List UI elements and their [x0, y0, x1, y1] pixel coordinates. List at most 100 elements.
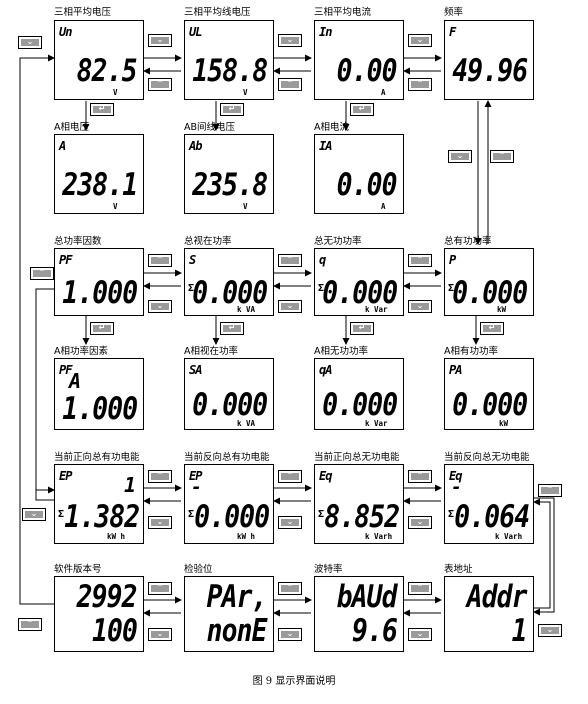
screen-avg-phase-voltage: Un 82.5 V — [54, 20, 144, 100]
title-f: 频率 — [444, 7, 464, 18]
symbol: Un — [59, 25, 72, 39]
down-key: ⌄ — [148, 34, 172, 47]
title-eq-pos: 当前正向总无功电能 — [314, 452, 400, 463]
up-key: ⌃ — [278, 254, 302, 267]
value: 49.96 — [451, 53, 528, 89]
enter-key: ↵ — [90, 103, 114, 116]
symbol: EP — [59, 469, 72, 483]
title-q: 总无功功率 — [314, 236, 362, 247]
title-eq-neg: 当前反向总无功电能 — [444, 452, 530, 463]
screen-meter-address: Addr 1 — [444, 576, 534, 652]
value: 0.000 — [321, 275, 398, 311]
sub-symbol: 1 — [123, 473, 136, 497]
screen-a-phase-voltage: A 238.1 V — [54, 134, 144, 214]
line-2: 9.6 — [351, 613, 398, 649]
down-key: ⌄ — [408, 516, 432, 529]
value: 235.8 — [191, 167, 268, 203]
title-pfa: A相功率因素 — [54, 346, 108, 357]
line-2: nonE — [206, 613, 268, 649]
title-ver: 软件版本号 — [54, 564, 102, 575]
sigma: Σ — [188, 509, 194, 520]
screen-total-active-power: P Σ 0.000 kW — [444, 248, 534, 316]
up-key: ⌃ — [148, 78, 172, 91]
title-ep-pos: 当前正向总有功电能 — [54, 452, 140, 463]
symbol: PA — [449, 363, 462, 377]
enter-key: ↵ — [350, 322, 374, 335]
sigma: Σ — [188, 283, 194, 294]
value: 0.000 — [451, 275, 528, 311]
title-parity: 检验位 — [184, 564, 213, 575]
up-key: ⌃ — [490, 150, 514, 163]
screen-reverse-reactive-energy: Eq - Σ 0.064 k Varh — [444, 464, 534, 544]
unit: A — [381, 88, 386, 97]
unit: kW h — [237, 532, 256, 541]
down-key: ⌄ — [148, 300, 172, 313]
line-1: Addr — [466, 579, 528, 615]
unit: V — [113, 88, 118, 97]
symbol: SA — [189, 363, 202, 377]
down-key: ⌄ — [538, 624, 562, 637]
down-key: ⌄ — [278, 628, 302, 641]
unit: V — [243, 88, 248, 97]
down-key: ⌄ — [22, 508, 46, 521]
title-p: 总有功功率 — [444, 236, 492, 247]
down-key: ⌄ — [408, 628, 432, 641]
up-key: ⌃ — [278, 470, 302, 483]
sigma: Σ — [448, 283, 454, 294]
title-pa: A相有功功率 — [444, 346, 498, 357]
up-key: ⌃ — [148, 582, 172, 595]
sigma: Σ — [318, 509, 324, 520]
symbol: S — [189, 253, 196, 267]
title-ia: A相电流 — [314, 122, 349, 133]
unit: k VA — [237, 305, 256, 314]
title-uab: AB间线电压 — [184, 122, 236, 133]
unit: V — [243, 202, 248, 211]
unit: kW h — [107, 532, 126, 541]
up-key: ⌃ — [538, 484, 562, 497]
down-key: ⌄ — [278, 34, 302, 47]
symbol: F — [449, 25, 456, 39]
screen-avg-line-voltage: UL 158.8 V — [184, 20, 274, 100]
title-ul: 三相平均线电压 — [184, 7, 251, 18]
enter-key: ↵ — [220, 322, 244, 335]
figure-caption: 图 9 显示界面说明 — [252, 676, 336, 687]
title-qa: A相无功功率 — [314, 346, 368, 357]
down-key: ⌄ — [278, 516, 302, 529]
title-s: 总视在功率 — [184, 236, 232, 247]
screen-a-phase-current: IA 0.00 A — [314, 134, 404, 214]
screen-total-reactive-power: q Σ 0.000 k Var — [314, 248, 404, 316]
symbol: PF — [59, 253, 72, 267]
screen-baud-rate: bAUd 9.6 — [314, 576, 404, 652]
screen-avg-current: In 0.00 A — [314, 20, 404, 100]
title-in: 三相平均电流 — [314, 7, 372, 18]
down-key: ⌄ — [148, 628, 172, 641]
value: 238.1 — [61, 167, 138, 203]
symbol: Eq — [319, 469, 332, 483]
up-key: ⌃ — [408, 78, 432, 91]
line-2: 1 — [511, 613, 528, 649]
unit: k Varh — [365, 532, 393, 541]
down-key: ⌄ — [148, 516, 172, 529]
title-ep-neg: 当前反向总有功电能 — [184, 452, 270, 463]
up-key: ⌃ — [30, 267, 54, 280]
title-sa: A相视在功率 — [184, 346, 238, 357]
line-1: PAr, — [206, 579, 268, 615]
unit: A — [381, 202, 386, 211]
screen-software-version: 2992 100 — [54, 576, 144, 652]
screen-ab-line-voltage: Ab 235.8 V — [184, 134, 274, 214]
value: 0.064 — [453, 499, 530, 535]
sigma: Σ — [58, 509, 64, 520]
unit: k Var — [365, 419, 388, 428]
up-key: ⌃ — [408, 470, 432, 483]
up-key: ⌃ — [278, 78, 302, 91]
symbol: UL — [189, 25, 202, 39]
symbol: Ab — [189, 139, 202, 153]
symbol: PF — [59, 363, 72, 377]
value: 0.000 — [451, 387, 528, 423]
screen-frequency: F 49.96 — [444, 20, 534, 100]
screen-total-power-factor: PF 1.000 — [54, 248, 144, 316]
symbol: A — [59, 139, 66, 153]
screen-a-phase-reactive-power: qA 0.000 k Var — [314, 358, 404, 430]
up-key: ⌃ — [408, 582, 432, 595]
line-1: 2992 — [76, 579, 138, 615]
